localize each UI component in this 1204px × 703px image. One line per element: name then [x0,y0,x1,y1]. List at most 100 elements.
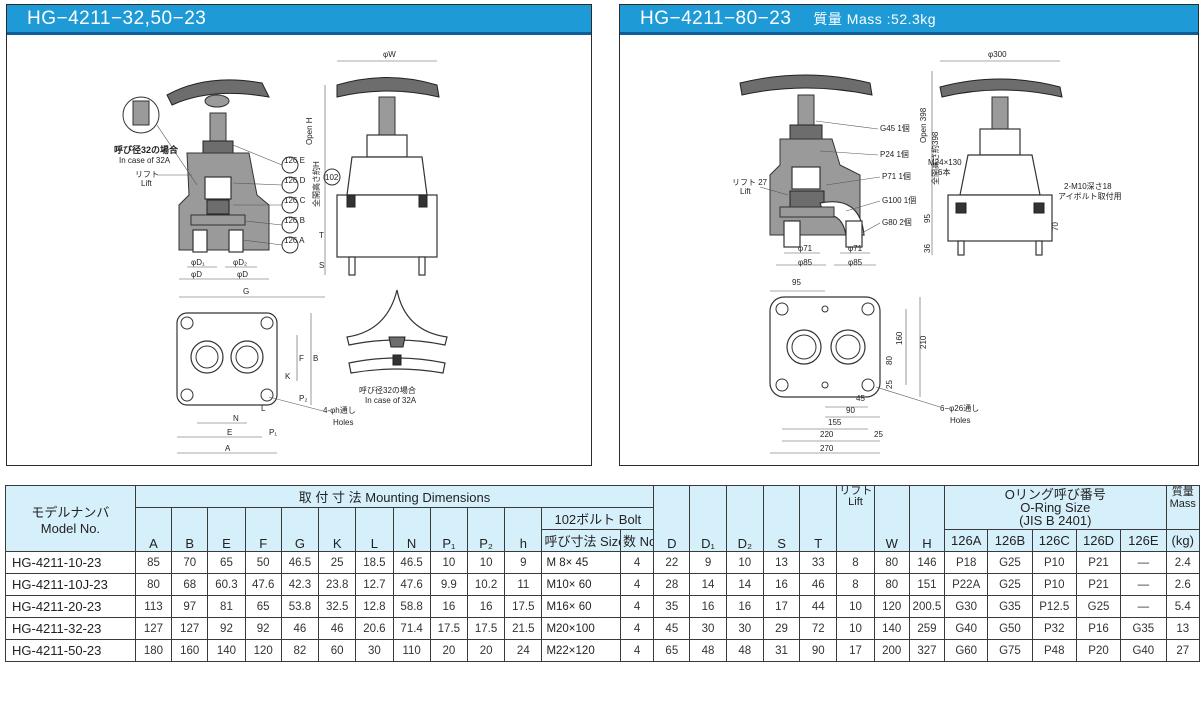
panel-title-right-model: HG−4211−80−23 [640,7,792,29]
bubble-126a: 126 A [284,236,305,245]
dim-cell: 28 [653,573,691,596]
dim-d2: φD₂ [233,258,247,267]
mount-cell: 60.3 [207,573,246,596]
part-bubbles: 126 E 126 D 126 C 126 B 126 A [232,144,306,254]
eyebolt-label: アイボルト取付用 [1058,191,1122,201]
mount-cell: 24 [504,639,543,662]
drawing-panel-left: HG−4211−32,50−23 呼び径32の場合 In case of 32A… [6,4,592,466]
holes-label-en: Holes [333,418,353,427]
mount-cell: 127 [134,617,173,640]
lift-cell: 10 [836,617,875,640]
valve-drawing-left: 呼び径32の場合 In case of 32A リフト Lift 126 E 1… [114,50,448,454]
dim-36: 36 [923,244,932,253]
dim-95-top: 95 [792,278,801,287]
lift-header-en: Lift [848,496,863,508]
mount-cell: 81 [207,595,246,618]
dim-a: A [225,444,231,453]
oring-cell: G60 [944,639,989,662]
dim-cell: 35 [653,595,691,618]
holes-label-ja: 4-φh通し [323,405,356,415]
mount-cell: 12.8 [355,595,394,618]
wh-cell: 80 [873,551,910,574]
dim-k: K [285,372,291,381]
model-cell: HG-4211-10-23 [5,551,136,574]
bubble-102: 102 [325,173,339,182]
mass-cell: 13 [1165,617,1200,640]
dim-70: 70 [1051,222,1060,231]
col-F: F [244,507,282,552]
col-A: A [134,507,173,552]
handle-detail [346,289,448,374]
col-B: B [171,507,209,552]
part-g100: G100 1個 [882,195,916,205]
bolt-size-cell: M16× 60 [541,595,621,618]
wh-cell: 200.5 [908,595,946,618]
col-D: D [653,485,691,552]
bubble-126d: 126 D [284,176,306,185]
mount-cell: 71.4 [392,617,431,640]
dim-cell: 13 [762,551,801,574]
mount-cell: 80 [134,573,173,596]
bolt-count-cell: 4 [619,595,655,618]
dim-d85-b: φ85 [848,258,863,267]
dim-cell: 17 [762,595,801,618]
col-K: K [318,507,357,552]
panel-title-left: HG−4211−32,50−23 [7,5,591,35]
mount-cell: 9 [504,551,543,574]
dim-cell: 31 [762,639,801,662]
mount-cell: 68 [171,573,209,596]
mount-cell: 20 [429,639,468,662]
oring-cell: P20 [1075,639,1122,662]
dim-95-v: 95 [923,214,932,223]
bolt-count-cell: 4 [619,573,655,596]
dim-cell: 46 [799,573,838,596]
dim-open398: Open 398 [919,107,928,143]
col-T: T [799,485,838,552]
mount-cell: 18.5 [355,551,394,574]
mount-cell: 65 [207,551,246,574]
tap-m10: 2-M10深さ18 [1064,182,1112,191]
dim-t: T [319,231,324,240]
callout-label-ja: 呼び径32の場合 [114,144,179,155]
dim-cell: 30 [725,617,764,640]
mount-cell: 17.5 [504,595,543,618]
holes-label-en-80: Holes [950,416,970,425]
mount-cell: 47.6 [244,573,282,596]
dim-cell: 44 [799,595,838,618]
dim-p2: P₂ [299,394,307,403]
lift-label-ja-80: リフト 27 [732,178,768,187]
mount-cell: 21.5 [504,617,543,640]
lift-header-ja: リフト [839,485,873,497]
dim-f: F [299,354,304,363]
oring-cell: G30 [944,595,989,618]
oring-cell: G75 [987,639,1033,662]
wh-cell: 80 [873,573,910,596]
mount-cell: 82 [280,639,320,662]
mount-cell: 20 [466,639,506,662]
panel-title-right: HG−4211−80−23 質量 Mass :52.3kg [620,5,1198,35]
mount-cell: 70 [171,551,209,574]
mass-header-ja: 質量 [1171,486,1194,499]
dim-full-open: 全開高さ約H [311,161,321,207]
mount-cell: 85 [134,551,173,574]
col-126A: 126A [944,529,989,552]
mount-cell: 180 [134,639,173,662]
dim-d-b: φD [237,270,248,279]
dim-25-a: 25 [885,380,894,389]
mount-cell: 20.6 [355,617,394,640]
mount-cell: 92 [244,617,282,640]
mount-cell: 92 [207,617,246,640]
col-126B: 126B [987,529,1033,552]
mount-header: 取 付 寸 法 Mounting Dimensions [134,485,655,508]
dim-cell: 65 [653,639,691,662]
col-S: S [762,485,801,552]
valve-body-section [178,112,270,253]
dim-80: 80 [885,356,894,365]
model-cell: HG-4211-20-23 [5,595,136,618]
dim-cell: 16 [762,573,801,596]
oring-cell: P32 [1031,617,1077,640]
bolt-size-cell: M22×120 [541,639,621,662]
dim-d71-a: φ71 [798,244,813,253]
